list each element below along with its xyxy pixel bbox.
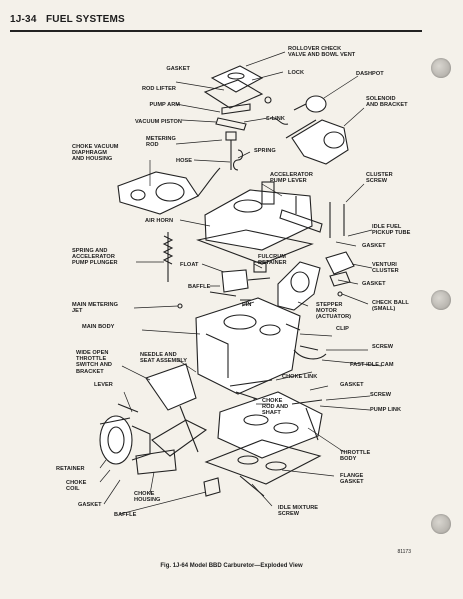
label-choke-coil: CHOKE COIL: [66, 480, 87, 493]
label-accelerator-pump-lever: ACCELERATOR PUMP LEVER: [270, 172, 313, 185]
label-clip: CLIP: [336, 326, 349, 332]
figure-number: 81173: [397, 549, 411, 555]
label-s-link: S-LINK: [266, 116, 285, 122]
label-throttle-body: THROTTLE BODY: [340, 450, 371, 463]
label-check-ball-small: CHECK BALL (SMALL): [372, 300, 409, 313]
label-fulcrum-retainer: FULCRUM RETAINER: [258, 254, 287, 267]
label-air-horn: AIR HORN: [145, 218, 174, 224]
label-gasket-mid-2: GASKET: [362, 281, 386, 287]
label-baffle-mid: BAFFLE: [188, 284, 211, 290]
figure-caption: Fig. 1J-64 Model BBD Carburetor—Exploded…: [160, 563, 303, 569]
label-gasket-low: GASKET: [340, 382, 364, 388]
label-idle-fuel-pickup-tube: IDLE FUEL PICKUP TUBE: [372, 224, 411, 237]
label-hose: HOSE: [176, 158, 193, 164]
label-retainer: RETAINER: [56, 466, 85, 472]
label-stepper-motor: STEPPER MOTOR (ACTUATOR): [316, 302, 352, 321]
label-gasket-top: GASKET: [166, 66, 190, 72]
label-gasket-mid-1: GASKET: [362, 243, 386, 249]
label-spring-accelerator-plunger: SPRING AND ACCELERATOR PUMP PLUNGER: [72, 248, 118, 267]
label-screw-1: SCREW: [372, 344, 394, 350]
label-solenoid-bracket: SOLENOID AND BRACKET: [366, 96, 408, 109]
page-number: 1J-34: [10, 14, 37, 25]
label-lever: LEVER: [94, 382, 113, 388]
label-lock: LOCK: [288, 70, 305, 76]
label-wide-open-throttle-switch: WIDE OPEN THROTTLE SWITCH AND BRACKET: [76, 350, 113, 375]
label-float: FLOAT: [180, 262, 199, 268]
label-pump-arm: PUMP ARM: [149, 102, 180, 108]
label-choke-link: CHOKE LINK: [282, 374, 318, 380]
label-cluster-screw: CLUSTER SCREW: [366, 172, 393, 185]
binder-hole-bottom: [431, 514, 451, 534]
label-venturi-cluster: VENTURI CLUSTER: [372, 262, 399, 275]
label-gasket-bottom: GASKET: [78, 502, 102, 508]
label-spring-top: SPRING: [254, 148, 276, 154]
page-header: 1J-34 FUEL SYSTEMS: [10, 14, 422, 32]
label-pump-link: PUMP LINK: [370, 407, 402, 413]
label-screw-2: SCREW: [370, 392, 392, 398]
label-flange-gasket: FLANGE GASKET: [340, 473, 364, 486]
label-rollover-check-valve: ROLLOVER CHECK VALVE AND BOWL VENT: [288, 46, 356, 59]
label-dashpot: DASHPOT: [356, 71, 384, 77]
label-rod-lifter: ROD LIFTER: [141, 86, 176, 92]
label-needle-seat-assembly: NEEDLE AND SEAT ASSEMBLY: [140, 352, 188, 365]
section-title: FUEL SYSTEMS: [46, 14, 125, 25]
label-pin: PIN: [242, 302, 252, 308]
label-metering-rod: METERING ROD: [146, 136, 176, 149]
label-choke-housing: CHOKE HOUSING: [134, 491, 161, 504]
label-choke-rod-shaft: CHOKE ROD AND SHAFT: [262, 398, 289, 417]
label-idle-mixture-screw: IDLE MIXTURE SCREW: [278, 505, 319, 518]
label-main-body: MAIN BODY: [82, 324, 115, 330]
label-choke-vacuum-diaphragm: CHOKE VACUUM DIAPHRAGM AND HOUSING: [72, 144, 119, 163]
label-fast-idle-cam: FAST IDLE CAM: [350, 362, 394, 368]
binder-hole-top: [431, 58, 451, 78]
label-baffle-bottom: BAFFLE: [114, 512, 137, 518]
label-main-metering-jet: MAIN METERING JET: [72, 302, 119, 315]
label-vacuum-piston: VACUUM PISTON: [134, 119, 182, 125]
binder-hole-middle: [431, 290, 451, 310]
